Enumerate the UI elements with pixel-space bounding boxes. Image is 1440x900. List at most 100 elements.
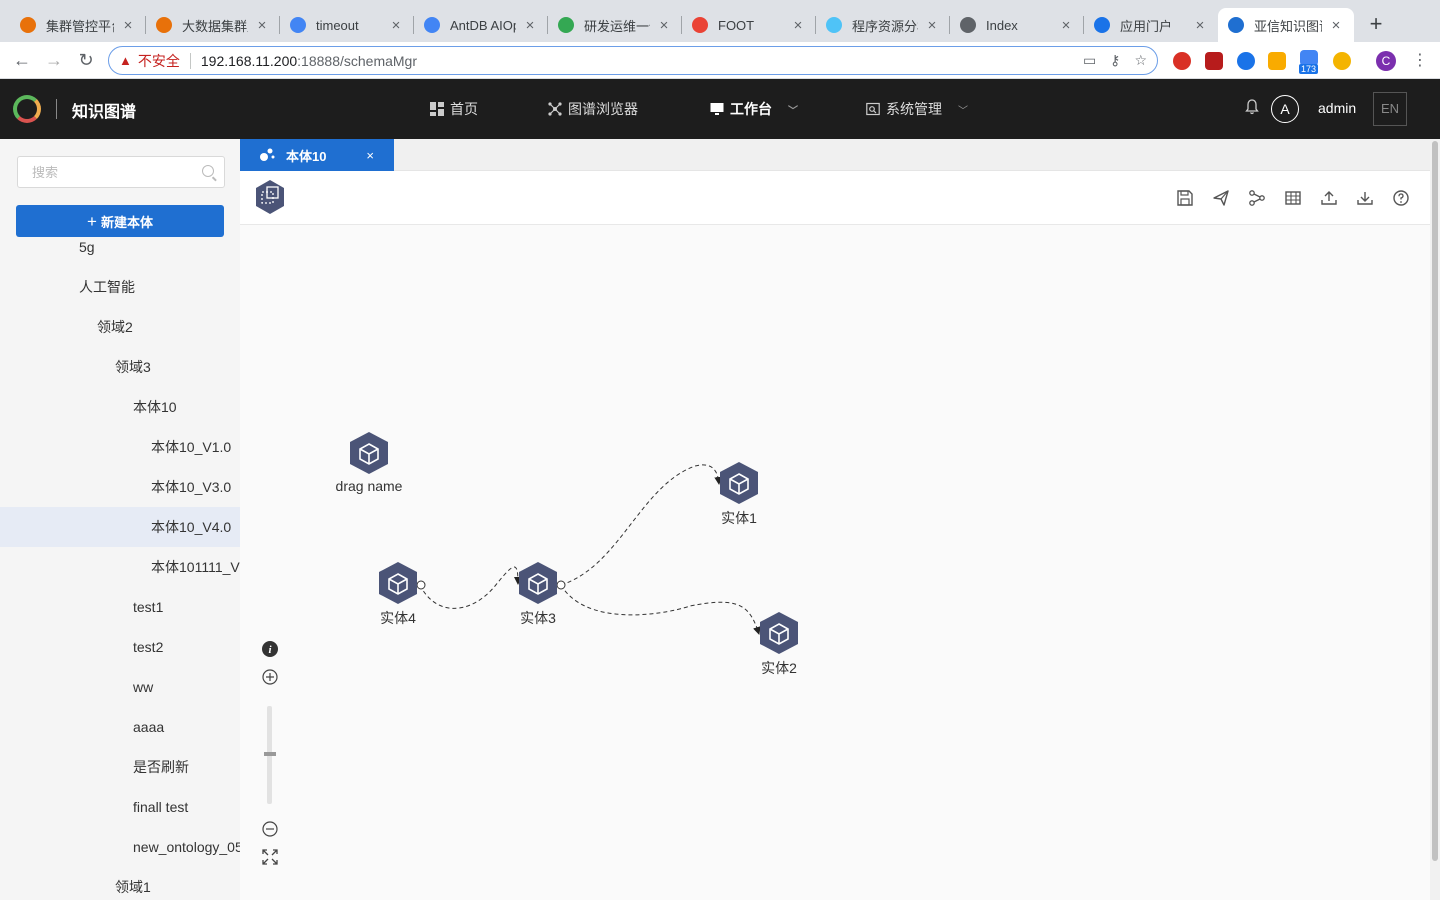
new-tab-button[interactable]: + — [1369, 11, 1383, 36]
editor-toolbar — [240, 171, 1430, 225]
browser-tab[interactable]: Index × — [950, 8, 1084, 42]
help-icon[interactable] — [1392, 189, 1410, 207]
graph-edges — [416, 464, 761, 635]
browser-tab-title: FOOT — [718, 17, 755, 33]
extension-icon-yellow[interactable] — [1268, 52, 1286, 70]
browser-tab[interactable]: 程序资源分析 × — [816, 8, 950, 42]
new-ontology-button[interactable]: + 新建本体 — [16, 205, 224, 237]
extension-icon-calendar[interactable]: 173 — [1299, 50, 1319, 74]
zoom-in-icon[interactable] — [260, 668, 280, 686]
tree-item[interactable]: finall test — [133, 799, 189, 815]
browser-tab-strip: 集群管控平台×大数据集群监×timeout×AntDB AIOps×研发运维一体… — [0, 0, 1440, 42]
entity-node[interactable]: 实体2 — [729, 610, 829, 680]
browser-tab[interactable]: 研发运维一体× — [548, 8, 682, 42]
tab-favicon-icon — [424, 17, 440, 33]
browser-tab[interactable]: FOOT × — [682, 8, 816, 42]
user-avatar[interactable]: A — [1271, 95, 1299, 123]
tab-favicon-icon — [826, 17, 842, 33]
send-icon[interactable] — [1212, 189, 1230, 207]
browser-tab[interactable]: 应用门户× — [1084, 8, 1218, 42]
tree-item[interactable]: 本体10_V1.0 — [151, 439, 232, 455]
search-input[interactable] — [18, 157, 188, 187]
browser-tab[interactable]: timeout× — [280, 8, 414, 42]
browser-tab-title: Index — [986, 17, 1018, 33]
close-icon[interactable]: × — [1061, 16, 1071, 34]
key-icon[interactable]: ⚷ — [1110, 52, 1121, 68]
close-icon[interactable]: × — [927, 16, 937, 34]
browser-tab-title: 程序资源分析 — [852, 18, 918, 34]
scrollbar[interactable] — [1430, 139, 1440, 900]
close-icon[interactable]: × — [123, 16, 133, 34]
tree-item[interactable]: 本体10_V3.0 — [151, 479, 232, 495]
tree-item[interactable]: 本体10_V4.0 — [0, 507, 240, 547]
scrollbar-thumb[interactable] — [1432, 141, 1438, 861]
nav-home[interactable]: 首页 — [430, 99, 478, 119]
download-icon[interactable] — [1356, 189, 1374, 207]
tree-item[interactable]: 本体101111_V2 — [151, 559, 240, 575]
extension-icon-blue[interactable] — [1237, 52, 1255, 70]
search-icon[interactable] — [202, 165, 214, 177]
nav-workbench[interactable]: 工作台 ﹀ — [710, 99, 798, 119]
entity-node[interactable]: drag name — [319, 430, 419, 500]
url-path: :18888/schemaMgr — [297, 52, 417, 69]
close-icon[interactable]: × — [391, 16, 401, 34]
star-icon[interactable]: ☆ — [1134, 52, 1147, 68]
zoom-out-icon[interactable] — [260, 820, 280, 838]
zoom-slider-handle[interactable] — [264, 752, 276, 756]
tree-item[interactable]: 领域1 — [115, 879, 151, 895]
close-icon[interactable]: × — [1195, 16, 1205, 34]
graph-canvas[interactable]: drag name 实体1 实体4 实体3 实体2 i — [240, 226, 1430, 900]
entity-node[interactable]: 实体3 — [488, 560, 588, 630]
url-input[interactable]: ▲ 不安全 192.168.11.200:18888/schemaMgr ▭ ⚷… — [108, 46, 1158, 75]
reload-icon[interactable]: ↻ — [78, 50, 94, 70]
tree-item[interactable]: test2 — [133, 639, 164, 655]
browser-menu-icon[interactable]: ⋮ — [1412, 52, 1428, 69]
browser-tab[interactable]: 亚信知识图谱× — [1218, 8, 1354, 42]
tree-item[interactable]: test1 — [133, 599, 164, 615]
language-toggle[interactable]: EN — [1373, 92, 1407, 126]
tab-favicon-icon — [692, 17, 708, 33]
browser-tab[interactable]: 集群管控平台× — [10, 8, 146, 42]
close-icon[interactable]: × — [366, 147, 374, 163]
close-icon[interactable]: × — [659, 16, 669, 34]
share-icon[interactable] — [1248, 189, 1266, 207]
close-icon[interactable]: × — [257, 16, 267, 34]
tree-item[interactable]: 领域2 — [97, 319, 133, 335]
tree-item[interactable]: aaaa — [133, 719, 165, 735]
forward-icon[interactable]: → — [45, 50, 63, 70]
entity-node[interactable]: 实体4 — [348, 560, 448, 630]
table-icon[interactable] — [1284, 189, 1302, 207]
add-node-icon[interactable] — [254, 179, 286, 215]
extension-icon-book[interactable] — [1205, 52, 1223, 70]
nav-system-admin[interactable]: 系统管理 ﹀ — [866, 99, 968, 119]
nav-graph-browser[interactable]: 图谱浏览器 — [548, 99, 638, 119]
tree-item[interactable]: 人工智能 — [79, 279, 135, 295]
extension-icon-red[interactable] — [1173, 52, 1191, 70]
browser-tab[interactable]: AntDB AIOps× — [414, 8, 548, 42]
tree-item[interactable]: 领域3 — [115, 359, 151, 375]
upload-icon[interactable] — [1320, 189, 1338, 207]
back-icon[interactable]: ← — [13, 50, 31, 70]
editor-tab[interactable]: 本体10 × — [240, 139, 394, 171]
save-icon[interactable] — [1176, 189, 1194, 207]
cube-icon — [720, 462, 758, 504]
browser-tab[interactable]: 大数据集群监× — [146, 8, 280, 42]
cast-icon[interactable]: ▭ — [1082, 52, 1097, 68]
fit-view-icon[interactable] — [260, 848, 280, 866]
tree-item[interactable]: 本体10 — [133, 399, 177, 415]
tree-item[interactable]: new_ontology_05 — [133, 839, 240, 855]
tree-item[interactable]: 是否刷新 — [133, 759, 189, 775]
zoom-slider[interactable] — [264, 706, 276, 804]
tree-item[interactable]: 5g — [79, 239, 95, 255]
tree-item[interactable]: ww — [133, 679, 154, 695]
extension-icon-orange[interactable] — [1333, 52, 1351, 70]
username[interactable]: admin — [1318, 100, 1357, 116]
close-icon[interactable]: × — [525, 16, 535, 34]
bell-icon[interactable] — [1245, 99, 1259, 118]
profile-avatar[interactable]: C — [1376, 51, 1396, 71]
entity-node[interactable]: 实体1 — [689, 460, 789, 530]
close-icon[interactable]: × — [1331, 16, 1341, 34]
address-bar: ← → ↻ ▲ 不安全 192.168.11.200:18888/schemaM… — [0, 42, 1440, 79]
close-icon[interactable]: × — [793, 16, 803, 34]
info-icon[interactable]: i — [260, 640, 280, 658]
